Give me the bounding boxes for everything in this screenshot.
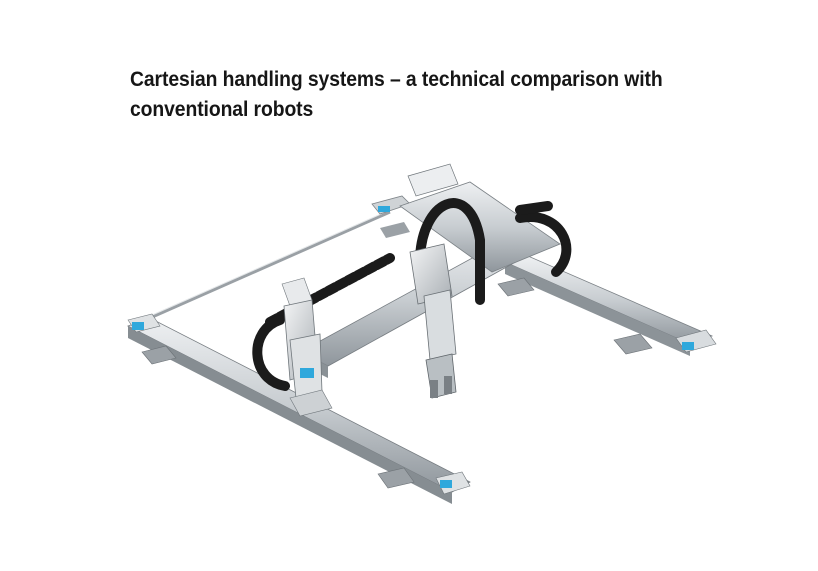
energy-chains [252,198,572,391]
document-title: Cartesian handling systems – a technical… [130,64,670,124]
front-carriage [289,389,333,417]
right-y-rail [497,255,717,356]
title-line-2: conventional robots [130,97,314,121]
left-z-axis [281,277,323,399]
title-line-1: Cartesian handling systems – a technical… [130,67,663,91]
back-left-end-block [371,195,411,238]
center-z-axis [407,163,459,399]
back-rod [149,210,391,320]
